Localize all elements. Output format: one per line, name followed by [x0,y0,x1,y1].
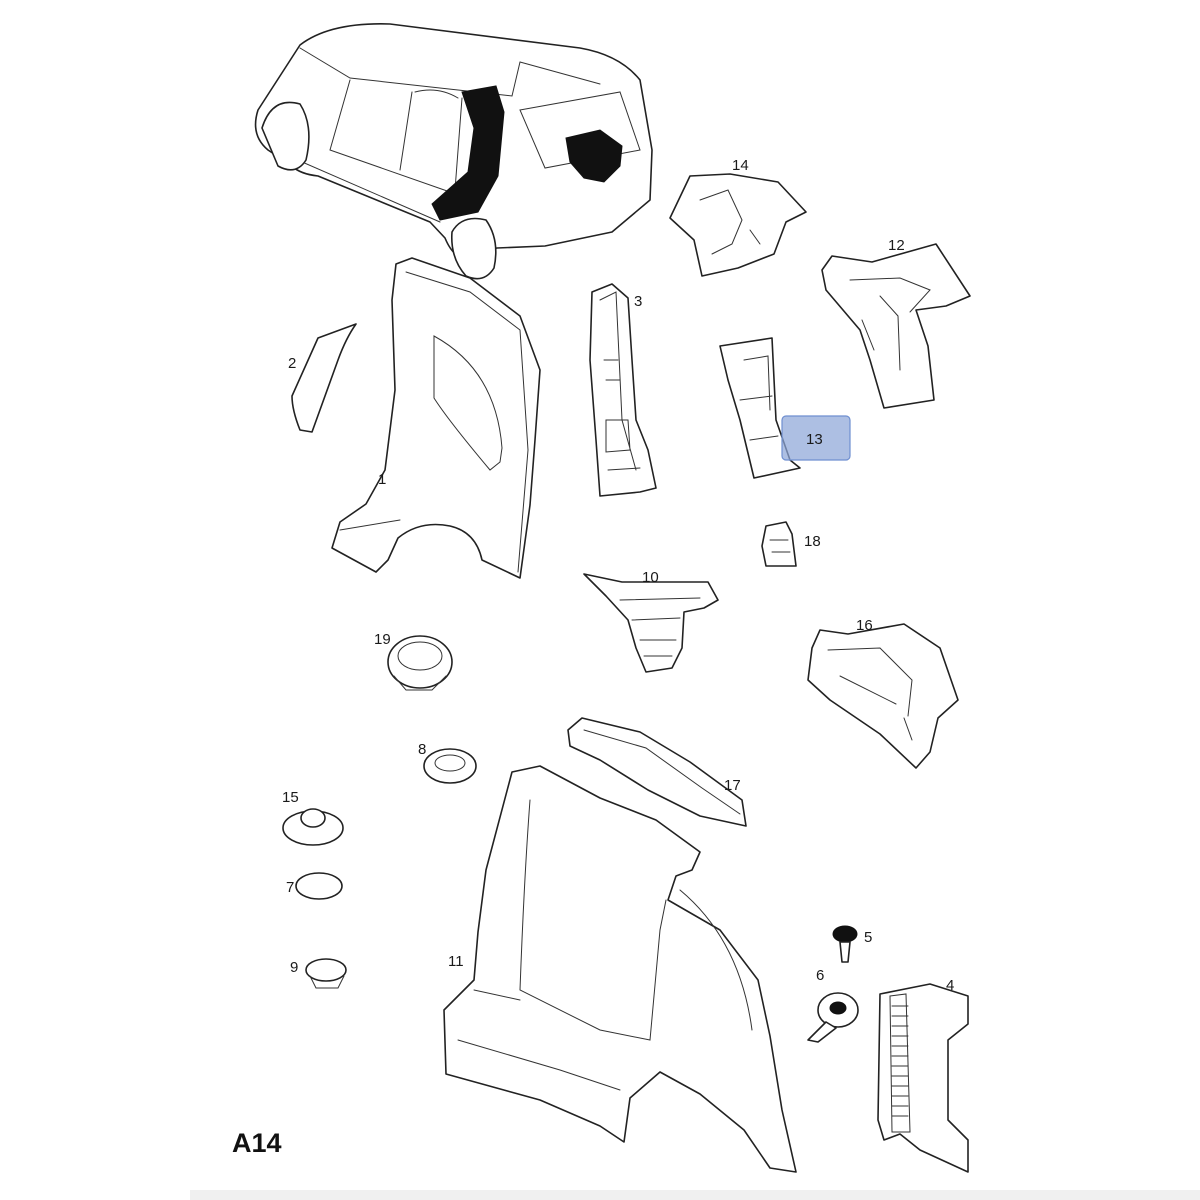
label-3: 3 [634,293,642,310]
vehicle-overview [254,23,653,280]
part-5-screw [832,925,858,963]
part-9-plug [305,958,347,989]
label-11: 11 [448,953,464,970]
label-1: 1 [378,471,386,488]
label-15: 15 [282,789,299,806]
highlight-box [781,415,851,461]
part-17-rail [567,717,747,827]
part-14-reinforcement [669,173,807,277]
label-9: 9 [290,959,298,976]
part-labels: 1 2 3 4 5 6 7 8 9 10 11 12 13 14 15 16 1… [282,157,954,994]
label-17: 17 [724,777,741,794]
label-13: 13 [806,431,823,448]
diagram-code: A14 [232,1128,282,1158]
label-6: 6 [816,967,824,984]
part-2-arch-strip [291,323,357,433]
label-12: 12 [888,237,905,254]
part-13-bracket [719,337,851,479]
part-19-plug [387,635,453,691]
label-10: 10 [642,569,659,586]
part-8-plug [423,748,477,784]
part-12-inner-panel [821,243,971,409]
part-16-trim-panel [807,623,959,769]
part-15-grommet [282,808,344,846]
part-11-side-frame [443,765,797,1173]
label-8: 8 [418,741,426,758]
part-18-clip [761,521,797,567]
label-5: 5 [864,929,872,946]
label-19: 19 [374,631,391,648]
part-3-pillar-inner [589,283,657,497]
part-6-clip [807,992,859,1043]
label-4: 4 [946,977,954,994]
label-2: 2 [288,355,296,372]
label-16: 16 [856,617,873,634]
part-4-vent-trim [877,983,969,1173]
label-14: 14 [732,157,749,174]
part-7-plug [295,872,343,900]
label-7: 7 [286,879,294,896]
part-1-quarter-panel [331,257,541,579]
label-18: 18 [804,533,821,550]
bottom-strip [190,1190,1200,1200]
part-10-wheelhouse-inner [583,573,719,673]
